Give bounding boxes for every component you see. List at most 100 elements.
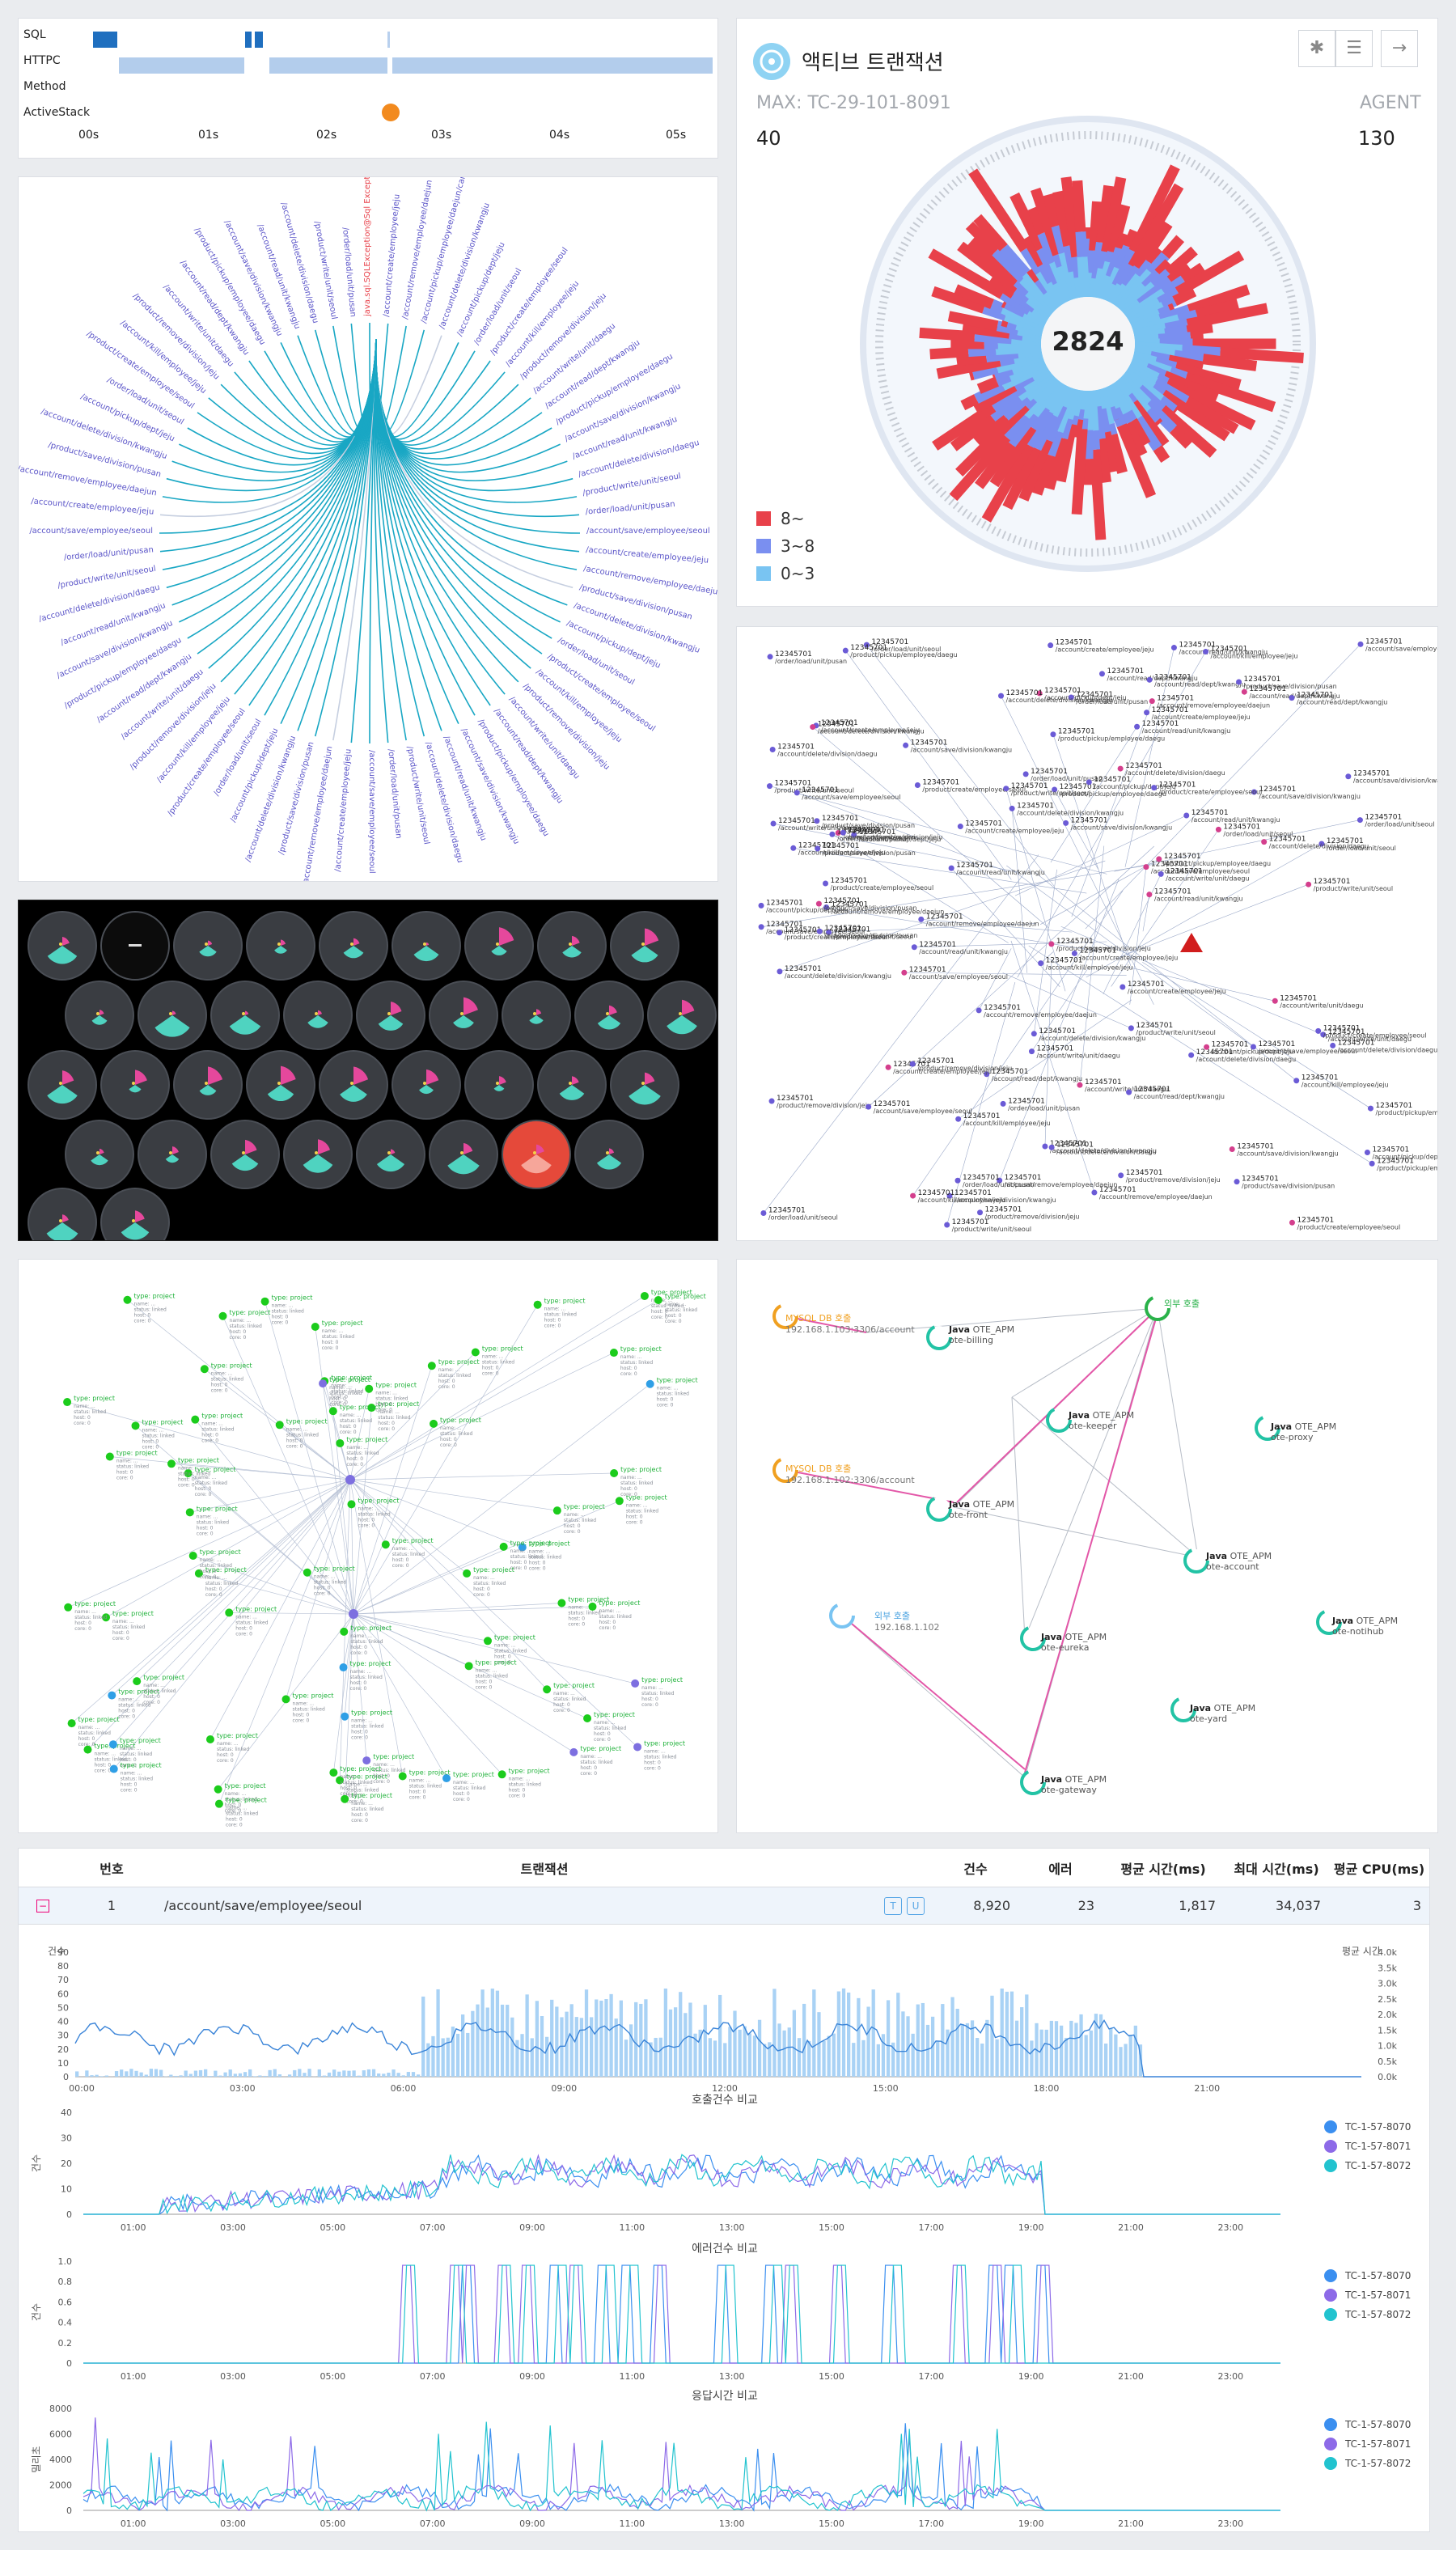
network-node [1156, 856, 1162, 862]
radar-bar [1175, 250, 1245, 297]
count-bar [366, 2069, 371, 2077]
external-node[interactable]: 외부 호출 [1164, 1298, 1200, 1309]
collapse-toggle[interactable]: − [19, 1887, 67, 1924]
radar-bar [1164, 325, 1188, 339]
radar-bar [919, 327, 976, 342]
trace-button[interactable]: T [884, 1896, 902, 1915]
legend-item[interactable]: TC-1-57-8071 [1324, 2438, 1411, 2450]
legend-item[interactable]: TC-1-57-8071 [1324, 2140, 1411, 2153]
topology-node [225, 1608, 234, 1617]
navigate-button[interactable]: → [1381, 30, 1418, 67]
topology-node-detail: core: 0 [641, 1702, 658, 1708]
count-bar [322, 2075, 327, 2077]
count-bar [396, 2073, 400, 2077]
radar-bar [1043, 436, 1069, 490]
network-node-path: /product/write/unit/seoul [834, 933, 913, 940]
count-bar [544, 2036, 549, 2077]
col-header[interactable]: 에러 [1048, 1861, 1073, 1877]
col-header[interactable]: 최대 시간(ms) [1234, 1861, 1319, 1877]
network-node-path: /account/create/employee/jeju [965, 828, 1064, 835]
count-bar [263, 2075, 267, 2077]
radar-bar [992, 248, 1027, 283]
topology-node-detail: name: ... [438, 1367, 460, 1373]
topology-node-detail: core: 0 [230, 1335, 247, 1341]
list-button[interactable]: ☰ [1335, 30, 1373, 67]
legend-item[interactable]: TC-1-57-8070 [1324, 2418, 1411, 2431]
legend-item[interactable]: TC-1-57-8072 [1324, 2308, 1411, 2321]
col-header[interactable]: 트랜잭션 [520, 1861, 569, 1877]
network-node-path: /account/kill/employee/jeju [798, 849, 886, 856]
count-bar [911, 2033, 915, 2077]
row-transaction-name[interactable]: /account/save/employee/seoul [164, 1898, 362, 1913]
network-node [1052, 786, 1058, 793]
col-header[interactable]: 평균 시간(ms) [1120, 1861, 1206, 1877]
radar-bar [1220, 347, 1304, 363]
radar-bar [972, 412, 1009, 446]
topology-node-detail: core: 0 [378, 1426, 395, 1432]
radar-bar [1167, 303, 1177, 316]
topology-node [615, 1497, 624, 1506]
topology-node-detail: status: linked [322, 1334, 354, 1340]
settings-button[interactable]: ✱ [1298, 30, 1335, 67]
axis-tick-label: 09:00 [519, 2518, 545, 2529]
network-node-path: /product/write/unit/seoul [952, 1226, 1031, 1233]
legend-item[interactable]: TC-1-57-8070 [1324, 2120, 1411, 2133]
network-node-label: 12345701 [1196, 1048, 1234, 1057]
user-button[interactable]: U [907, 1896, 925, 1915]
col-header[interactable]: 평균 CPU(ms) [1333, 1861, 1425, 1877]
network-node-label: 12345701 [1258, 1040, 1295, 1048]
radar-bar [1045, 430, 1064, 457]
network-node-label: 12345701 [798, 841, 836, 849]
legend-item[interactable]: TC-1-57-8072 [1324, 2159, 1411, 2172]
topology-node-label: type: project [74, 1600, 116, 1608]
col-header[interactable]: 번호 [99, 1861, 124, 1877]
topology-node-label: type: project [142, 1418, 184, 1425]
topology-node-detail: core: 0 [453, 1797, 470, 1802]
topology-node-detail: name: ... [482, 1353, 504, 1359]
row-cpu: 3 [1412, 1898, 1421, 1913]
count-bar [1114, 2034, 1118, 2077]
axis-tick-label: 60 [57, 1989, 69, 1999]
axis-tick-label: 03:00 [230, 2083, 256, 2094]
dependency-edge [350, 323, 377, 434]
legend-item[interactable]: TC-1-57-8070 [1324, 2269, 1411, 2282]
radar-bar [973, 214, 1008, 252]
table-row[interactable]: − 1 /account/save/employee/seoul T U 8,9… [19, 1887, 1429, 1925]
topology-node-detail: name: ... [329, 1385, 351, 1391]
count-bar [233, 2073, 237, 2077]
radar-bar [1174, 349, 1204, 365]
count-bar [866, 2006, 870, 2077]
count-bar [371, 2069, 376, 2077]
radar-bar [1101, 176, 1127, 253]
network-node [1345, 773, 1352, 780]
radar-bar [1158, 396, 1178, 414]
network-node-label: 12345701 [775, 650, 812, 659]
topology-node [654, 1295, 662, 1304]
count-bar [1030, 2040, 1034, 2077]
col-header[interactable]: 건수 [963, 1861, 988, 1877]
legend-item[interactable]: TC-1-57-8071 [1324, 2289, 1411, 2302]
dependency-label: /order/load/unit/seoul [212, 718, 263, 798]
axis-tick-label: 0 [63, 2072, 69, 2082]
chart-title-calls: 호출건수 비교 [692, 2094, 758, 2107]
topology-node-detail: status: linked [211, 1376, 243, 1382]
network-node [901, 969, 908, 976]
topology-node-detail: core: 0 [286, 1443, 303, 1449]
radar-bar [1075, 231, 1088, 257]
network-node [1003, 786, 1009, 792]
legend-item[interactable]: TC-1-57-8072 [1324, 2457, 1411, 2470]
